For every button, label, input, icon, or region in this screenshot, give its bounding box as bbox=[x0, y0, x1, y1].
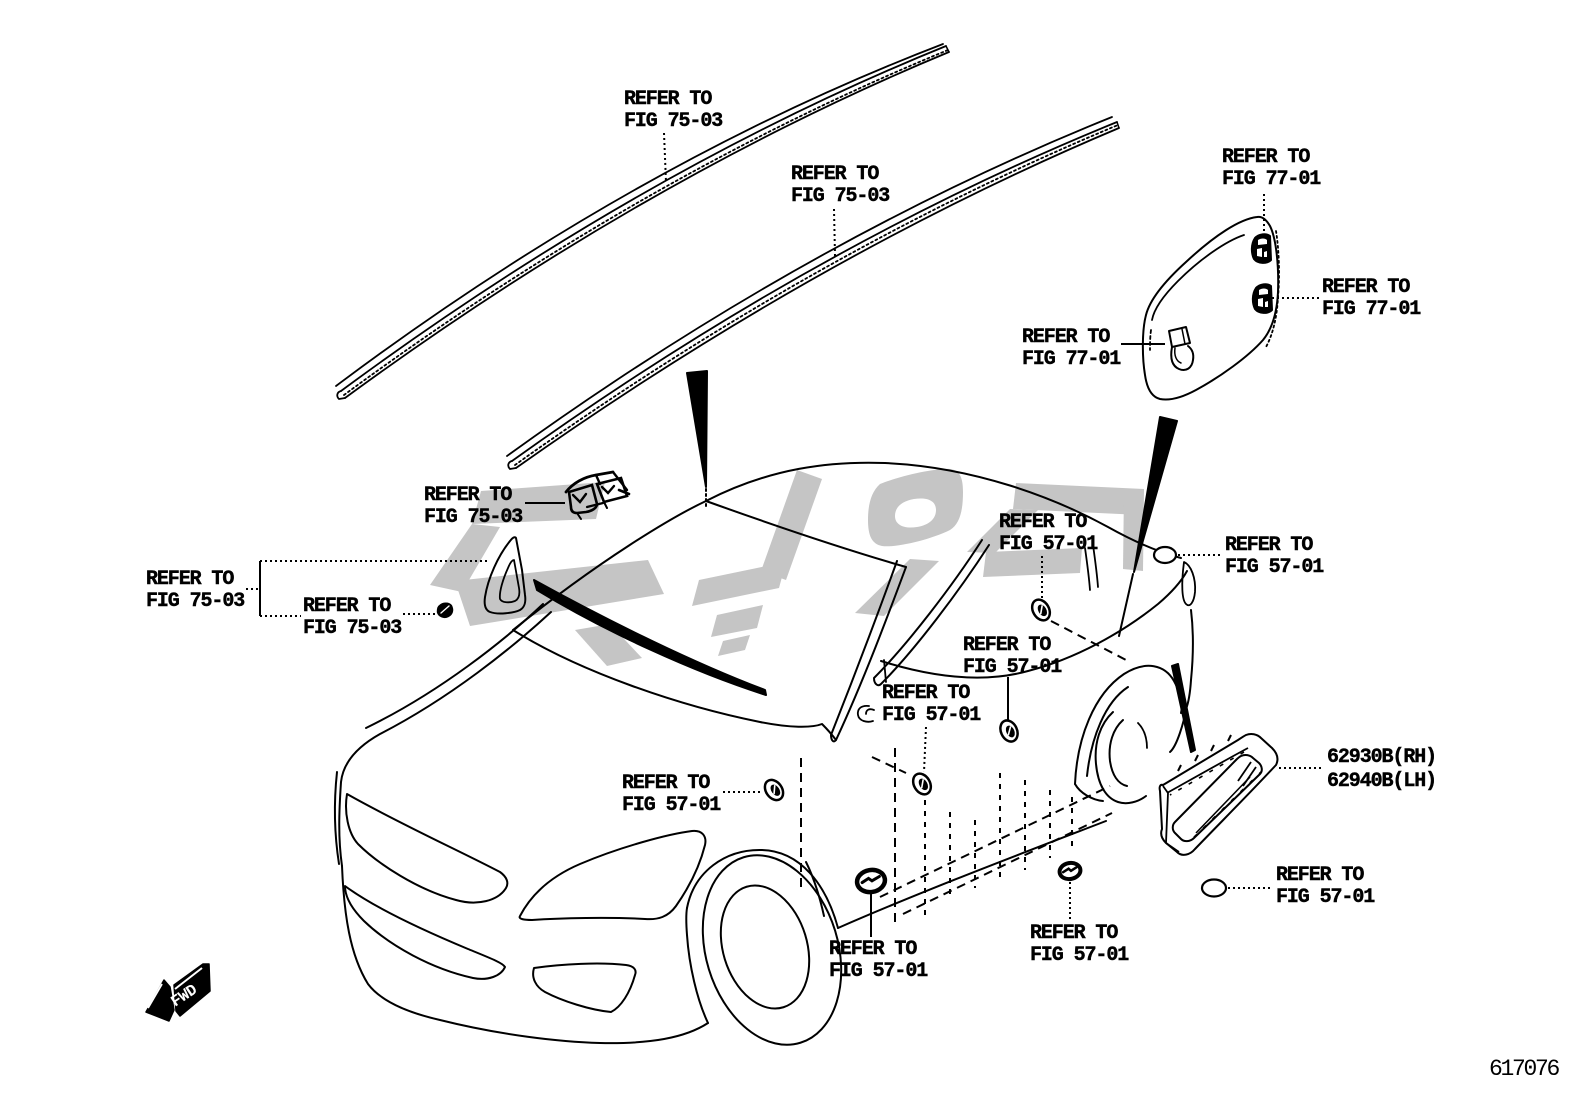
svg-text:FIG 77-01: FIG 77-01 bbox=[1222, 168, 1321, 191]
svg-text:REFER TO: REFER TO bbox=[1225, 534, 1313, 557]
svg-text:FIG 57-01: FIG 57-01 bbox=[1030, 944, 1129, 967]
svg-text:FIG 57-01: FIG 57-01 bbox=[999, 533, 1098, 556]
svg-text:FIG 75-03: FIG 75-03 bbox=[146, 590, 244, 613]
svg-text:REFER TO: REFER TO bbox=[1030, 922, 1118, 945]
svg-text:REFER TO: REFER TO bbox=[1276, 864, 1364, 887]
svg-text:REFER TO: REFER TO bbox=[829, 938, 917, 961]
svg-text:REFER TO: REFER TO bbox=[791, 163, 879, 186]
svg-text:REFER TO: REFER TO bbox=[1222, 146, 1310, 169]
svg-text:FIG 57-01: FIG 57-01 bbox=[829, 960, 928, 983]
svg-text:FIG 57-01: FIG 57-01 bbox=[1276, 886, 1375, 909]
svg-text:FIG 75-03: FIG 75-03 bbox=[624, 110, 722, 133]
svg-text:REFER TO: REFER TO bbox=[303, 595, 391, 618]
svg-text:REFER TO: REFER TO bbox=[146, 568, 234, 591]
svg-text:FIG 57-01: FIG 57-01 bbox=[963, 656, 1062, 679]
svg-text:FIG 57-01: FIG 57-01 bbox=[622, 794, 721, 817]
svg-text:617076: 617076 bbox=[1489, 1056, 1560, 1082]
svg-text:REFER TO: REFER TO bbox=[1022, 326, 1110, 349]
svg-text:REFER TO: REFER TO bbox=[622, 772, 710, 795]
svg-text:FIG 75-03: FIG 75-03 bbox=[791, 185, 889, 208]
svg-text:FIG 57-01: FIG 57-01 bbox=[1225, 556, 1324, 579]
svg-text:FIG 57-01: FIG 57-01 bbox=[882, 704, 981, 727]
svg-text:REFER TO: REFER TO bbox=[624, 88, 712, 111]
svg-text:FIG 75-03: FIG 75-03 bbox=[303, 617, 401, 640]
svg-text:REFER TO: REFER TO bbox=[424, 484, 512, 507]
svg-text:FIG 75-03: FIG 75-03 bbox=[424, 506, 522, 529]
svg-text:62940B(LH): 62940B(LH) bbox=[1327, 770, 1436, 793]
svg-text:62930B(RH): 62930B(RH) bbox=[1327, 746, 1436, 769]
svg-text:REFER TO: REFER TO bbox=[1322, 276, 1410, 299]
svg-text:REFER TO: REFER TO bbox=[963, 634, 1051, 657]
svg-text:FIG 77-01: FIG 77-01 bbox=[1322, 298, 1421, 321]
svg-text:FIG 77-01: FIG 77-01 bbox=[1022, 348, 1121, 371]
svg-text:REFER TO: REFER TO bbox=[882, 682, 970, 705]
svg-text:REFER TO: REFER TO bbox=[999, 511, 1087, 534]
